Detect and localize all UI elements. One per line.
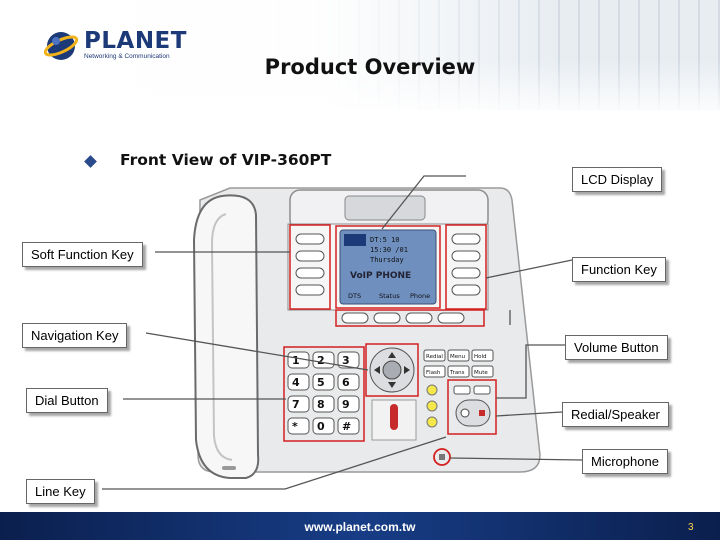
- microphone-leader: [449, 457, 583, 461]
- planet-logo: [44, 28, 80, 64]
- callout-function-key: Function Key: [572, 257, 666, 282]
- function-key-label: Hold: [474, 354, 487, 360]
- header-fade: [0, 60, 720, 120]
- message-led: [390, 404, 398, 430]
- callout-line-key: Line Key: [26, 479, 95, 504]
- dial-key[interactable]: [287, 395, 310, 413]
- function-key-label: Menu: [450, 354, 465, 360]
- dial-key[interactable]: [312, 395, 335, 413]
- function-key[interactable]: [447, 365, 470, 378]
- dial-key-label: #: [342, 420, 351, 433]
- callout-lcd-display: LCD Display: [572, 167, 663, 192]
- microphone-highlight: [433, 448, 451, 466]
- function-key[interactable]: [423, 365, 446, 378]
- dial-key[interactable]: [287, 417, 310, 435]
- function-key[interactable]: [471, 365, 494, 378]
- callout-dial-button: Dial Button: [26, 388, 108, 413]
- dial-key-label: 7: [292, 398, 300, 411]
- dial-key-label: 2: [317, 354, 325, 367]
- dial-key[interactable]: [337, 395, 360, 413]
- function-key[interactable]: [447, 349, 470, 362]
- dial-key-label: 5: [317, 376, 325, 389]
- slide-subtitle: Front View of VIP-360PT: [120, 151, 332, 169]
- navigation-leader: [145, 332, 369, 371]
- lcd-line-2: 15:30 /01: [370, 246, 408, 254]
- handset: [192, 194, 260, 479]
- dial-key[interactable]: [312, 417, 335, 435]
- page-number: 3: [688, 522, 694, 533]
- redial-speaker-button: [455, 399, 491, 427]
- globe-icon: [44, 32, 79, 60]
- dial-key-label: 6: [342, 376, 350, 389]
- callout-microphone: Microphone: [582, 449, 668, 474]
- lcd-line-4: VoIP PHONE: [350, 271, 411, 281]
- function-key[interactable]: [471, 349, 494, 362]
- callout-redial-speaker: Redial/Speaker: [562, 402, 669, 427]
- lcd-softkey-2: Status: [379, 292, 400, 300]
- handset-inner: [210, 213, 233, 461]
- lcd-line-3: Thursday: [370, 256, 404, 264]
- dial-key[interactable]: [337, 351, 360, 369]
- function-key-highlight: [445, 224, 487, 310]
- volume-highlight: [447, 379, 497, 435]
- lcd-screen: [339, 229, 437, 305]
- dial-key[interactable]: [337, 373, 360, 391]
- callout-volume-button: Volume Button: [565, 335, 668, 360]
- dial-pad-highlight: [283, 346, 365, 442]
- lcd-softkey-3: Phone: [410, 292, 430, 300]
- function-key-label: Redial: [426, 354, 443, 360]
- dial-key[interactable]: [287, 373, 310, 391]
- dial-key-label: *: [292, 420, 298, 433]
- dial-key-label: 1: [292, 354, 300, 367]
- dial-key[interactable]: [312, 373, 335, 391]
- footer-bar: [0, 512, 720, 540]
- callout-soft-function-key: Soft Function Key: [22, 242, 143, 267]
- redial-speaker-leader: [495, 411, 563, 417]
- brand-tagline: Networking & Communication: [84, 53, 170, 60]
- lcd-highlight: [335, 225, 441, 309]
- dial-key-label: 3: [342, 354, 350, 367]
- volume-leader: [496, 344, 565, 399]
- dial-key-label: 9: [342, 398, 350, 411]
- footer-url[interactable]: www.planet.com.tw: [304, 520, 416, 534]
- dial-key[interactable]: [337, 417, 360, 435]
- function-key[interactable]: [423, 349, 446, 362]
- dial-key-label: 8: [317, 398, 325, 411]
- brand-name: PLANET: [84, 28, 187, 54]
- dial-key-label: 0: [317, 420, 325, 433]
- line-key-leader: [102, 436, 447, 490]
- function-key-label: Trans: [449, 370, 465, 376]
- lcd-leader: [381, 175, 466, 230]
- callout-navigation-key: Navigation Key: [22, 323, 128, 348]
- function-key-label: Flash: [426, 370, 441, 376]
- slide-title: Product Overview: [264, 55, 476, 79]
- dial-pad: 1 2 3 4 5 6 7 8 9 * 0 #: [287, 351, 360, 435]
- dial-key-label: 4: [292, 376, 300, 389]
- phone-top-slot: [344, 195, 426, 221]
- microphone: [439, 454, 445, 460]
- soft-function-key-highlight: [289, 224, 331, 310]
- line-key-highlight: [335, 309, 485, 327]
- lcd-softkey-1: DTS: [348, 292, 361, 300]
- lcd-line-1: DT:5 10: [370, 236, 400, 244]
- function-key-label: Mute: [474, 370, 488, 376]
- function-key-leader: [485, 259, 573, 279]
